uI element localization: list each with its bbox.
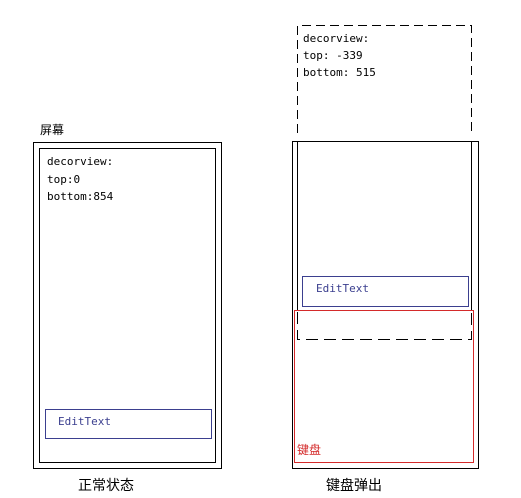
decorview-label: decorview:: [47, 155, 113, 168]
decorview-label-right: decorview:: [303, 32, 369, 45]
normal-state-caption: 正常状态: [78, 478, 134, 494]
edittext-box-right: [302, 276, 469, 307]
keyboard-area: [294, 310, 474, 463]
screen-outer-frame-right: [292, 141, 479, 469]
edittext-label-right: EditText: [316, 282, 369, 295]
decorview-top: top:0: [47, 173, 80, 186]
normal-state-group: 屏幕 decorview: top:0 bottom:854 EditText …: [33, 123, 222, 494]
decorview-frame: [39, 148, 216, 463]
screen-label: 屏幕: [40, 123, 64, 137]
edittext-box: [45, 409, 212, 439]
keyboard-label: 键盘: [297, 442, 321, 457]
edittext-label: EditText: [58, 415, 111, 428]
decorview-top-right: top: -339: [303, 49, 363, 62]
decorview-hidden-bottom: [297, 312, 472, 340]
keyboard-state-group: decorview: top: -339 bottom: 515 EditTex…: [292, 25, 479, 494]
decorview-bottom-right: bottom: 515: [303, 66, 376, 79]
keyboard-state-caption: 键盘弹出: [326, 477, 382, 494]
screen-outer-frame: [33, 142, 222, 469]
decorview-bottom: bottom:854: [47, 190, 114, 203]
